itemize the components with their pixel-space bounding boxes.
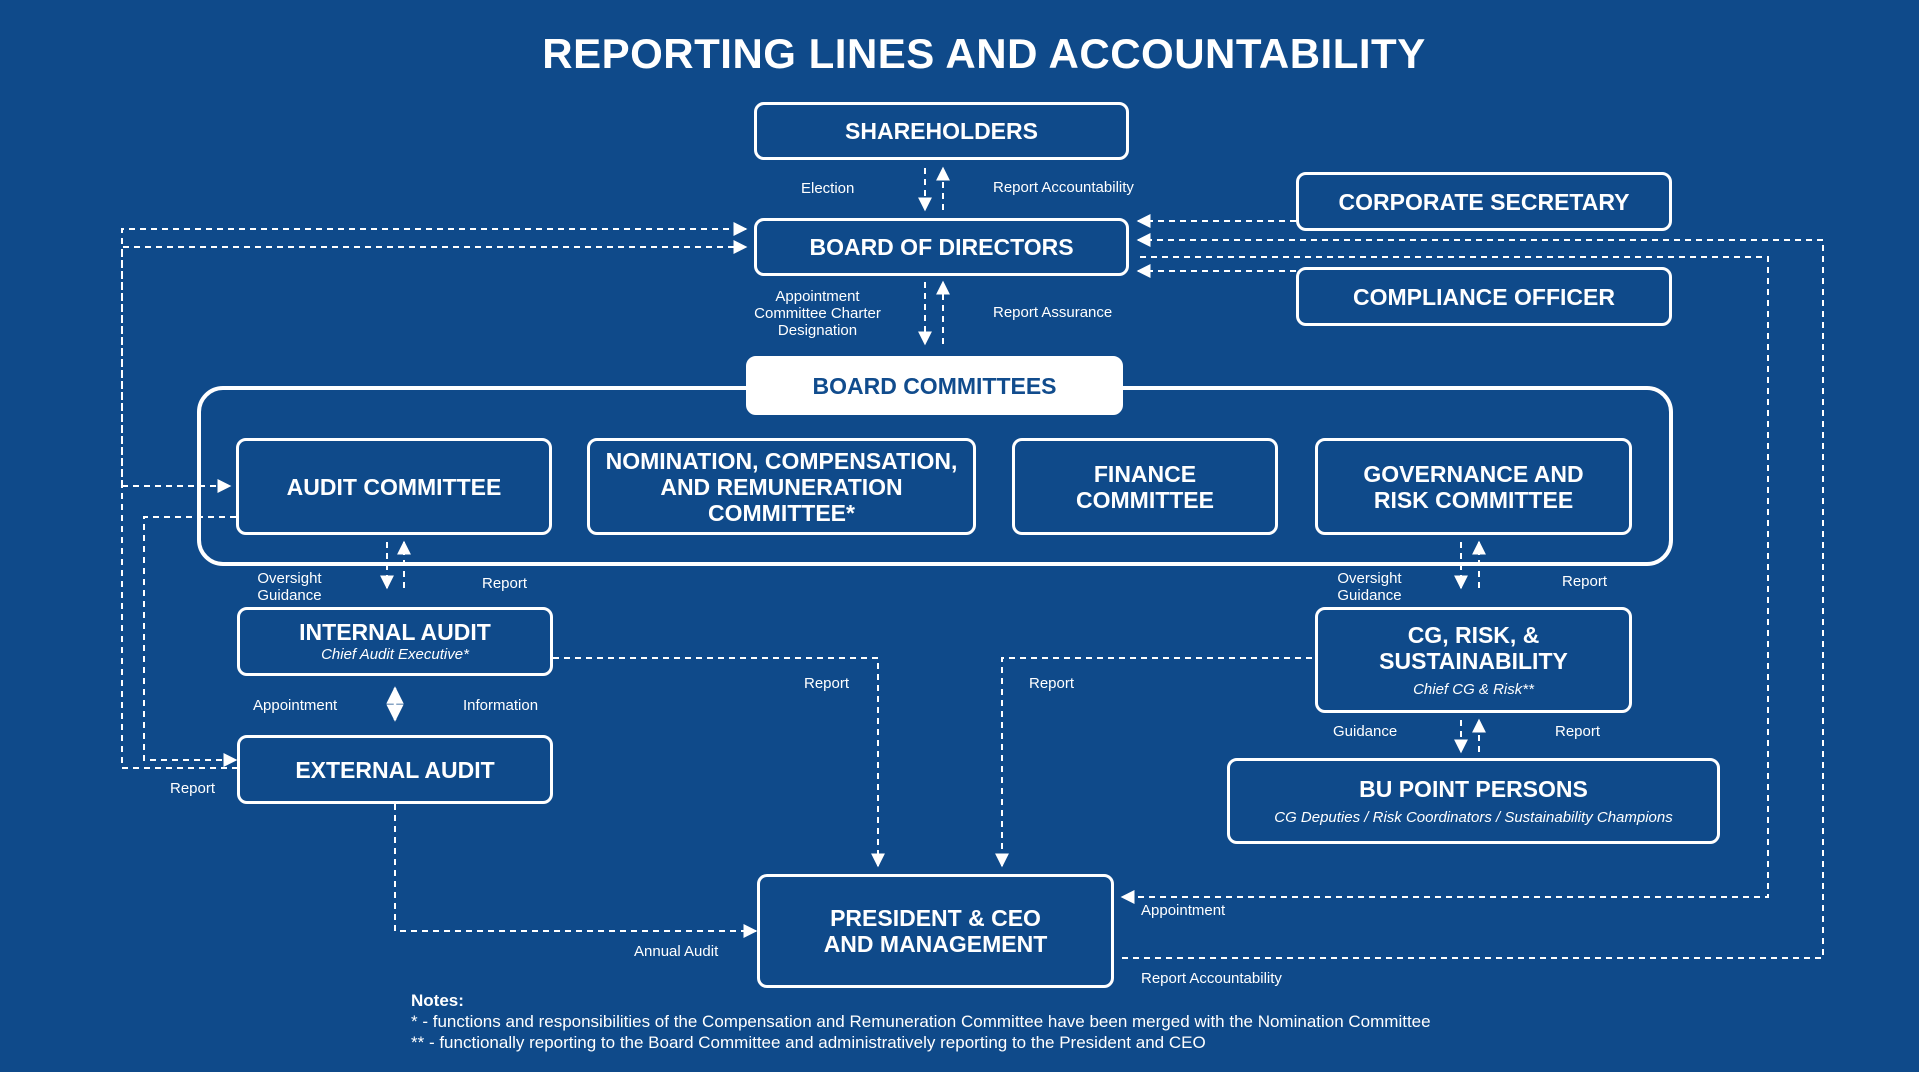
bu-point-persons-sub: CG Deputies / Risk Coordinators / Sustai…	[1274, 808, 1673, 826]
appointment-charter-label: Appointment Committee Charter Designatio…	[745, 288, 890, 339]
ceo-report-to-board	[1122, 233, 1824, 959]
oversight-left-line1: Oversight	[257, 570, 322, 587]
internal-audit-sub: Chief Audit Executive*	[321, 646, 469, 663]
board-of-directors-box: BOARD OF DIRECTORS	[754, 218, 1129, 276]
board-committees-box: BOARD COMMITTEES	[746, 356, 1123, 415]
board-of-directors-label: BOARD OF DIRECTORS	[809, 234, 1074, 260]
report-cg-ceo-label: Report	[1029, 675, 1075, 692]
oversight-right-line2: Guidance	[1337, 587, 1402, 604]
report-left-label: Report	[482, 575, 528, 592]
guidance-bu-label: Guidance	[1333, 723, 1398, 740]
cg-risk-to-ceo	[995, 657, 1312, 868]
external-audit-report-line	[121, 240, 748, 769]
finance-committee-label: FINANCE COMMITTEE	[1076, 460, 1214, 513]
report-ia-ceo-label: Report	[804, 675, 850, 692]
oversight-right-line1: Oversight	[1337, 570, 1402, 587]
appointment-charter-line3: Designation	[777, 322, 858, 339]
audit-committee-label: AUDIT COMMITTEE	[286, 473, 502, 500]
finance-committee-box: FINANCE COMMITTEE	[1012, 438, 1278, 535]
election-label: Election	[801, 180, 855, 197]
notes-block: Notes: * - functions and responsibilitie…	[411, 990, 1431, 1053]
nomination-committee-label: NOMINATION, COMPENSATION, AND REMUNERATI…	[605, 447, 958, 526]
report-accountability-top-label: Report Accountability	[993, 179, 1134, 196]
audit-committee-box: AUDIT COMMITTEE	[236, 438, 552, 535]
notes-heading: Notes:	[411, 991, 464, 1010]
board-appointment-to-ceo	[1120, 256, 1769, 904]
cg-risk-sustainability-box: CG, RISK, & SUSTAINABILITY Chief CG & Ri…	[1315, 607, 1632, 713]
president-ceo-box: PRESIDENT & CEO AND MANAGEMENT	[757, 874, 1114, 988]
report-bu-label: Report	[1555, 723, 1601, 740]
compliance-officer-label: COMPLIANCE OFFICER	[1353, 283, 1615, 310]
oversight-left-line2: Guidance	[257, 587, 322, 604]
report-right-label: Report	[1562, 573, 1608, 590]
notes-line-1: * - functions and responsibilities of th…	[411, 1012, 1431, 1031]
governance-risk-committee-label: GOVERNANCE AND RISK COMMITTEE	[1363, 460, 1584, 513]
cg-risk-sustainability-sub: Chief CG & Risk**	[1413, 680, 1534, 698]
notes-line-2: ** - functionally reporting to the Board…	[411, 1033, 1206, 1052]
internal-audit-to-ceo	[553, 657, 885, 868]
appointment-charter-line2: Committee Charter	[754, 305, 881, 322]
audit-committee-to-external-audit	[143, 516, 238, 767]
governance-risk-committee-box: GOVERNANCE AND RISK COMMITTEE	[1315, 438, 1632, 535]
cg-risk-sustainability-label: CG, RISK, & SUSTAINABILITY	[1379, 621, 1568, 674]
report-assurance-label: Report Assurance	[993, 304, 1113, 321]
oversight-guidance-right-label: Oversight Guidance	[1327, 570, 1412, 604]
page-title: REPORTING LINES AND ACCOUNTABILITY	[542, 30, 1426, 77]
report-external-label: Report	[170, 780, 216, 797]
appointment-ceo-label: Appointment	[1141, 902, 1226, 919]
appointment-charter-line1: Appointment	[775, 288, 860, 305]
external-audit-box: EXTERNAL AUDIT	[237, 735, 553, 804]
corporate-secretary-label: CORPORATE SECRETARY	[1338, 188, 1630, 215]
board-committees-label: BOARD COMMITTEES	[812, 372, 1057, 399]
bu-point-persons-box: BU POINT PERSONS CG Deputies / Risk Coor…	[1227, 758, 1720, 844]
annual-audit-label: Annual Audit	[634, 943, 719, 960]
annual-audit-line	[394, 804, 758, 938]
report-accountability-ceo-label: Report Accountability	[1141, 970, 1282, 987]
information-ia-ea-label: Information	[463, 697, 539, 714]
corporate-secretary-box: CORPORATE SECRETARY	[1296, 172, 1672, 231]
president-ceo-label: PRESIDENT & CEO AND MANAGEMENT	[823, 905, 1048, 957]
bu-point-persons-label: BU POINT PERSONS	[1359, 775, 1588, 802]
shareholders-box: SHAREHOLDERS	[754, 102, 1129, 160]
internal-audit-box: INTERNAL AUDIT Chief Audit Executive*	[237, 607, 553, 676]
internal-audit-label: INTERNAL AUDIT	[299, 619, 491, 645]
shareholders-label: SHAREHOLDERS	[845, 118, 1038, 144]
compliance-officer-box: COMPLIANCE OFFICER	[1296, 267, 1672, 326]
left-loop-outer	[121, 222, 748, 486]
nomination-committee-box: NOMINATION, COMPENSATION, AND REMUNERATI…	[587, 438, 976, 535]
oversight-guidance-left-label: Oversight Guidance	[247, 570, 332, 604]
appointment-ia-ea-label: Appointment	[253, 697, 338, 714]
external-audit-label: EXTERNAL AUDIT	[295, 756, 495, 783]
